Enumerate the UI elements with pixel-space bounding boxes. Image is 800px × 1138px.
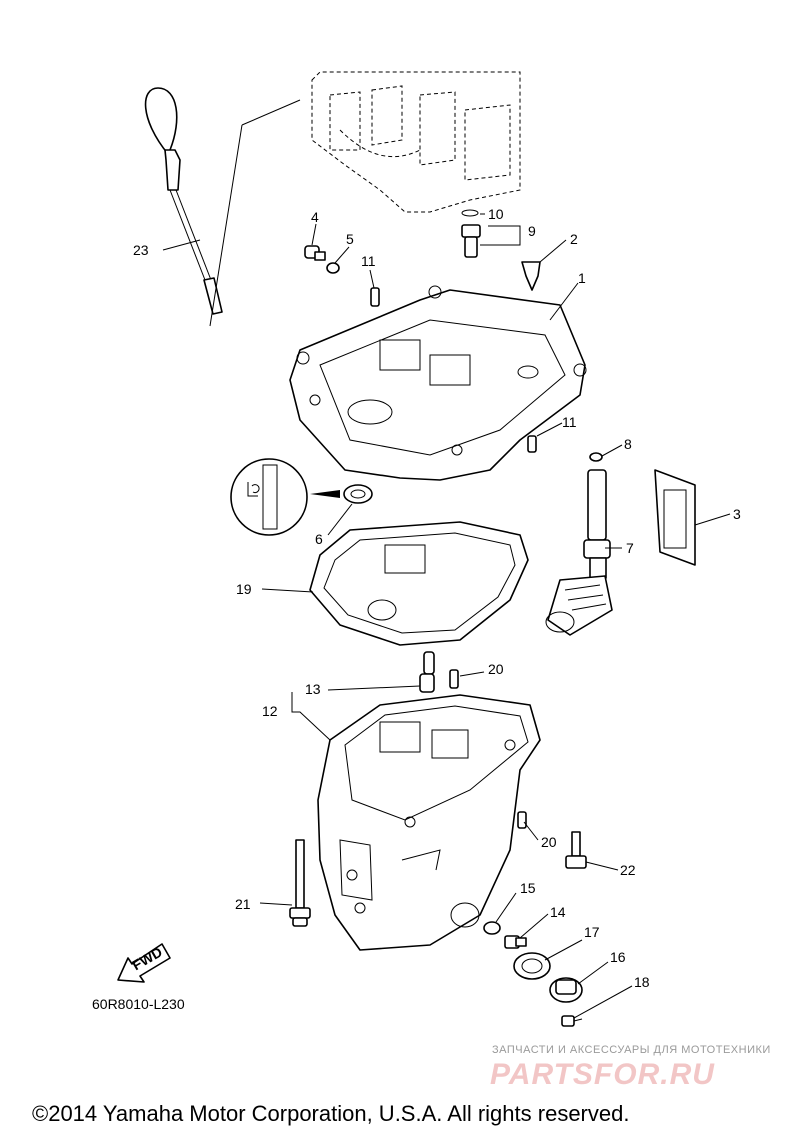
callout-8: 8 bbox=[624, 436, 632, 452]
callout-4: 4 bbox=[311, 209, 319, 225]
gasket-part-19 bbox=[309, 521, 529, 646]
callout-11-upper: 11 bbox=[361, 253, 376, 269]
dipstick-part-23 bbox=[144, 87, 223, 315]
callout-21: 21 bbox=[235, 896, 251, 912]
bolt-part-21 bbox=[289, 839, 311, 927]
callout-17: 17 bbox=[584, 924, 600, 940]
callout-3: 3 bbox=[733, 506, 741, 522]
screw-part-18 bbox=[561, 1015, 583, 1027]
callout-10: 10 bbox=[488, 206, 504, 222]
fwd-arrow-icon bbox=[117, 943, 171, 983]
callout-20-upper: 20 bbox=[488, 661, 504, 677]
washer-part-5 bbox=[326, 262, 340, 274]
callout-15: 15 bbox=[520, 880, 536, 896]
fitting-part-13 bbox=[419, 651, 435, 693]
callout-22: 22 bbox=[620, 862, 636, 878]
dowel-part-20 bbox=[449, 669, 527, 829]
callout-13: 13 bbox=[305, 681, 321, 697]
callout-16: 16 bbox=[610, 949, 626, 965]
leader-lines bbox=[162, 99, 731, 1019]
plug-part-16 bbox=[549, 977, 583, 1003]
callout-19: 19 bbox=[236, 581, 252, 597]
bolt-part-14 bbox=[504, 935, 527, 949]
callout-6: 6 bbox=[315, 531, 323, 547]
callout-7: 7 bbox=[626, 540, 634, 556]
copyright-notice: ©2014 Yamaha Motor Corporation, U.S.A. A… bbox=[32, 1101, 630, 1126]
callout-9: 9 bbox=[528, 223, 536, 239]
exhaust-guide-part-1 bbox=[289, 285, 587, 481]
callout-14: 14 bbox=[550, 904, 566, 920]
strainer-part-7 bbox=[545, 469, 613, 636]
washer-part-15 bbox=[483, 921, 501, 935]
seal-part-6 bbox=[230, 458, 373, 536]
upper-casing-part-12 bbox=[317, 694, 541, 951]
watermark-logo: PARTSFOR.RU bbox=[490, 1058, 715, 1091]
callout-2: 2 bbox=[570, 231, 578, 247]
callout-11-lower: 11 bbox=[562, 414, 577, 430]
dowel-part-11 bbox=[370, 287, 537, 453]
gasket-part-17 bbox=[513, 952, 551, 980]
callout-12: 12 bbox=[262, 703, 278, 719]
plate-part-3 bbox=[654, 469, 696, 566]
engine-block-outline bbox=[311, 71, 521, 213]
callout-23: 23 bbox=[133, 242, 149, 258]
reference-code: 60R8010-L230 bbox=[92, 996, 185, 1012]
bolt-part-22 bbox=[565, 831, 587, 869]
callout-1: 1 bbox=[578, 270, 586, 286]
clip-part-8 bbox=[589, 452, 603, 462]
callout-labels: 1 2 3 4 5 6 7 8 9 10 11 11 12 13 14 15 1… bbox=[133, 206, 741, 990]
callout-20-lower: 20 bbox=[541, 834, 557, 850]
callout-18: 18 bbox=[634, 974, 650, 990]
plug-part-2 bbox=[521, 261, 541, 291]
oil-fitting-part-9 bbox=[461, 209, 481, 258]
bolt-part-4 bbox=[304, 245, 326, 261]
callout-5: 5 bbox=[346, 231, 354, 247]
watermark-tagline: ЗАПЧАСТИ И АКСЕССУАРЫ ДЛЯ МОТОТЕХНИКИ bbox=[492, 1044, 771, 1056]
